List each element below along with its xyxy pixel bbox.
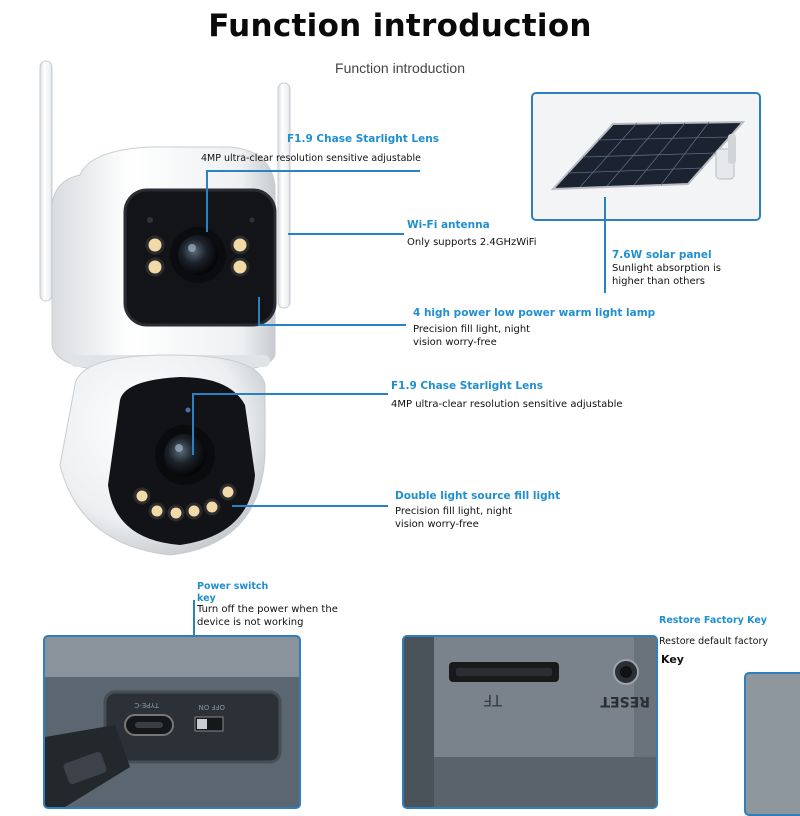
connector-solar [604, 197, 606, 293]
led [145, 257, 165, 277]
double-light-desc-1: Precision fill light, night [395, 506, 513, 517]
connector-lens-bottom-h [192, 393, 388, 395]
connector-double-light [232, 505, 388, 507]
led [145, 235, 165, 255]
camera-edge-detail [744, 672, 800, 816]
camera-illustration [39, 60, 291, 556]
warm-lamp-title: 4 high power low power warm light lamp [413, 307, 656, 319]
solar-panel-frame [531, 92, 761, 221]
antenna-left [39, 60, 53, 302]
tf-reset-illustration: TF RESET [404, 637, 656, 807]
wifi-title: Wi-Fi antenna [407, 219, 490, 231]
led [167, 504, 185, 522]
tf-reset-detail: TF RESET [402, 635, 658, 809]
solar-panel-illustration [550, 120, 746, 191]
power-title-1: Power switch [197, 581, 269, 592]
connector-lens-top [206, 170, 208, 232]
led [133, 487, 151, 505]
switch-label: OFF ON [198, 703, 225, 711]
led [203, 498, 221, 516]
power-desc-1: Turn off the power when the [197, 604, 338, 615]
connector-lens-top-h [206, 170, 420, 172]
power-port-detail: TYPE-C OFF ON [43, 635, 301, 809]
wifi-desc: Only supports 2.4GHzWiFi [407, 237, 537, 248]
power-desc-2: device is not working [197, 617, 304, 628]
lens-bottom-desc: 4MP ultra-clear resolution sensitive adj… [391, 399, 623, 410]
lens-top-desc: 4MP ultra-clear resolution sensitive adj… [201, 153, 421, 164]
solar-title: 7.6W solar panel [612, 249, 712, 261]
reset-label: RESET [600, 693, 650, 709]
lens-bottom-title: F1.9 Chase Starlight Lens [391, 380, 543, 392]
led [148, 502, 166, 520]
power-title-2: key [197, 593, 216, 604]
restore-desc-1: Restore default factory [659, 636, 768, 647]
connector-wifi [288, 233, 404, 235]
led [219, 483, 237, 501]
solar-desc-2: higher than others [612, 276, 705, 287]
connector-warm-v [258, 297, 260, 325]
warm-lamp-desc-1: Precision fill light, night [413, 324, 531, 335]
connector-warm-h [258, 324, 406, 326]
page-subtitle: Function introduction [335, 60, 465, 76]
solar-desc-1: Sunlight absorption is [612, 263, 721, 274]
page-title: Function introduction [208, 8, 592, 44]
power-port-illustration: TYPE-C OFF ON [45, 637, 299, 807]
led [230, 235, 250, 255]
double-light-desc-2: vision worry-free [395, 519, 479, 530]
tf-slot-label: TF [483, 691, 503, 710]
connector-lens-bottom-v [192, 393, 194, 455]
antenna-right [277, 82, 291, 309]
restore-desc-2: Key [661, 653, 684, 666]
led [230, 257, 250, 277]
restore-title: Restore Factory Key [659, 615, 767, 626]
warm-lamp-desc-2: vision worry-free [413, 337, 497, 348]
typec-port-label: TYPE-C [134, 701, 160, 709]
led [185, 502, 203, 520]
lens-top-title: F1.9 Chase Starlight Lens [287, 133, 439, 145]
double-light-title: Double light source fill light [395, 490, 561, 502]
